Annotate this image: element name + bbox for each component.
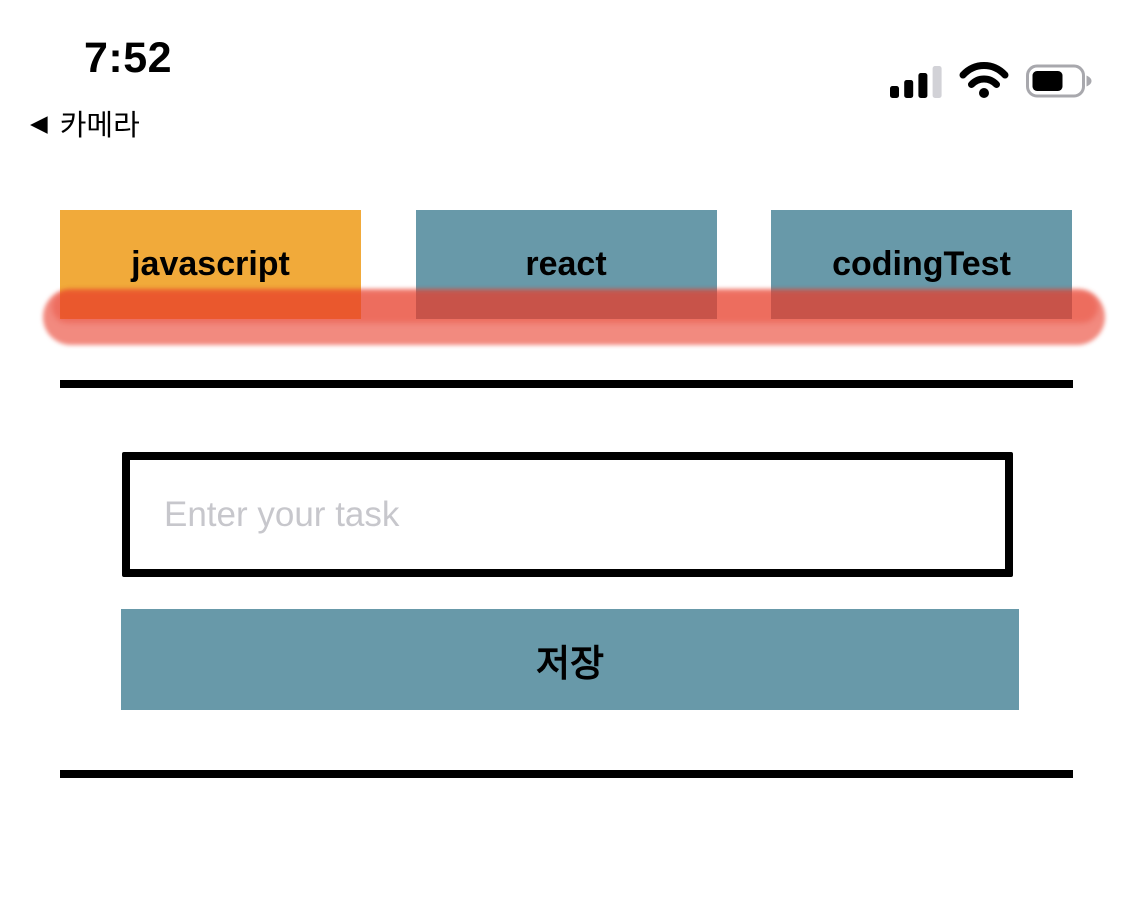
cellular-signal-icon xyxy=(890,66,942,98)
status-icons xyxy=(890,62,1092,98)
save-button[interactable]: 저장 xyxy=(121,609,1019,710)
divider xyxy=(60,380,1073,388)
tab-codingtest[interactable]: codingTest xyxy=(771,210,1072,319)
status-time: 7:52 xyxy=(84,34,173,82)
tab-react[interactable]: react xyxy=(415,210,717,319)
battery-icon xyxy=(1026,64,1092,98)
divider xyxy=(60,770,1073,778)
tab-javascript[interactable]: javascript xyxy=(60,210,361,319)
wifi-icon xyxy=(959,62,1009,98)
back-to-app-indicator[interactable]: ◀ 카메라 xyxy=(30,102,140,144)
category-tabs: javascript react codingTest xyxy=(60,210,1072,319)
task-input[interactable] xyxy=(122,452,1013,577)
back-triangle-icon: ◀ xyxy=(30,109,48,136)
back-app-label: 카메라 xyxy=(59,110,140,142)
